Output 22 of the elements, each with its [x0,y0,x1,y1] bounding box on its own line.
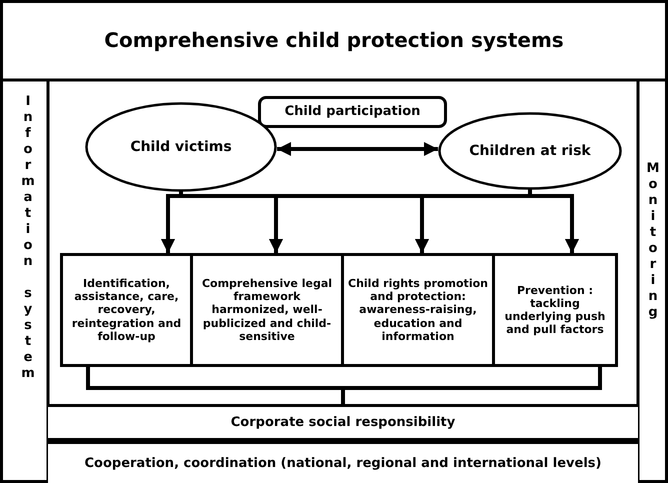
connector-arrow [277,142,438,156]
node-label: Comprehensive legal framework harmonized, well-publicized and child-sensitive [200,277,334,343]
node-label: Prevention : tackling underlying push and pull factors [504,284,606,336]
ellipse-node [438,112,622,190]
node-label: Child rights promotion and protection: awareness-raising, education and information [347,277,489,343]
process-box [492,253,618,367]
process-box [60,253,193,367]
process-box [258,96,447,128]
ellipse-node [85,102,277,192]
band-box [48,441,638,483]
vertical-label: Monitoring [646,161,660,321]
vertical-label: Information system [21,94,35,382]
process-box [341,253,495,367]
process-box [190,253,344,367]
node-label: Cooperation, coordination (national, regional and international levels) [84,456,602,472]
node-label: Corporate social responsibility [230,414,456,430]
diagram-title: Comprehensive child protection systems [103,28,565,52]
node-label: Child participation [284,104,420,120]
node-label: Children at risk [469,142,591,160]
node-label: Child victims [130,138,232,156]
band-box [48,404,638,441]
node-label: Identification, assistance, care, recovery, reintegration and follow-up [70,277,182,343]
